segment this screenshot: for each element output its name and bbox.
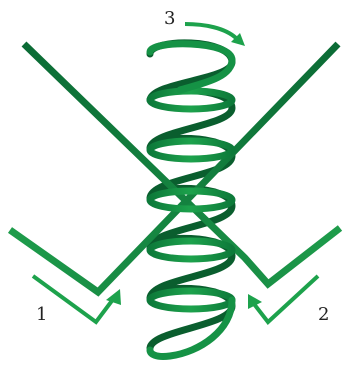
arrow-2 xyxy=(248,276,318,322)
label-2: 2 xyxy=(318,304,329,325)
label-1: 1 xyxy=(36,304,47,325)
label-3: 3 xyxy=(164,8,175,29)
